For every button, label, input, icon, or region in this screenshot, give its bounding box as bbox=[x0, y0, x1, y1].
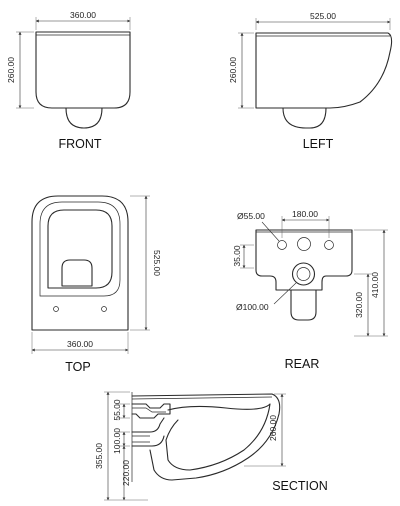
section-outlet-pipe bbox=[131, 417, 165, 447]
section-inlet-height-dim: 55.00 bbox=[112, 399, 122, 421]
section-view: 355.00 55.00 100.00 220.00 260.00 SECTIO… bbox=[94, 391, 328, 501]
top-bolt-hole-left bbox=[53, 306, 59, 312]
rear-bolt-hole-left bbox=[277, 240, 287, 250]
rear-bolt-height-dim: 410.00 bbox=[370, 272, 380, 298]
rear-view: 180.00 Ø55.00 35.00 Ø100.00 320.00 410.0… bbox=[232, 209, 388, 371]
rear-outlet-ring bbox=[291, 262, 316, 286]
section-bowl-outline bbox=[131, 393, 281, 481]
rear-outlet-height-dim: 320.00 bbox=[354, 292, 364, 318]
rear-view-title: REAR bbox=[285, 357, 320, 371]
front-pedestal bbox=[65, 107, 103, 129]
section-outlet-height-dim: 220.00 bbox=[121, 460, 131, 486]
section-total-height-dim: 355.00 bbox=[94, 443, 104, 469]
left-height-dim: 260.00 bbox=[228, 57, 238, 83]
rear-inlet-left bbox=[297, 237, 311, 251]
section-inlet-connector bbox=[131, 403, 171, 419]
front-bowl-outline bbox=[35, 31, 131, 109]
front-width-dim: 360.00 bbox=[70, 10, 96, 20]
left-bowl-outline bbox=[255, 32, 393, 109]
left-view: 525.00 260.00 LEFT bbox=[228, 11, 393, 151]
top-bowl-outline bbox=[31, 195, 129, 331]
top-length-dim: 525.00 bbox=[152, 250, 162, 276]
top-seat-outline bbox=[39, 201, 121, 297]
rear-outlet-ring-inner bbox=[296, 267, 311, 281]
rear-bolt-offset-dim: 35.00 bbox=[232, 245, 242, 267]
section-inlet-offset-dim: 100.00 bbox=[112, 428, 122, 454]
top-view-title: TOP bbox=[65, 360, 90, 374]
section-bowl-height-dim: 260.00 bbox=[268, 415, 278, 441]
left-length-dim: 525.00 bbox=[310, 11, 336, 21]
front-view: 360.00 260.00 FRONT bbox=[6, 10, 131, 151]
top-view: 525.00 360.00 TOP bbox=[31, 195, 162, 374]
front-view-title: FRONT bbox=[58, 137, 101, 151]
left-view-title: LEFT bbox=[303, 137, 334, 151]
section-bowl-inner bbox=[165, 403, 271, 471]
front-height-dim: 260.00 bbox=[6, 57, 16, 83]
top-seat-hinge bbox=[61, 259, 93, 287]
top-seat-opening bbox=[47, 209, 113, 289]
section-view-title: SECTION bbox=[272, 479, 328, 493]
rear-wall-plate bbox=[255, 229, 353, 291]
rear-outlet-diameter-dim: Ø100.00 bbox=[236, 302, 269, 312]
rear-bolt-spacing-dim: 180.00 bbox=[292, 209, 318, 219]
left-pedestal bbox=[282, 107, 327, 129]
top-bolt-hole-right bbox=[101, 306, 107, 312]
rear-bolt-diameter-dim: Ø55.00 bbox=[237, 211, 265, 221]
rear-bolt-hole-right bbox=[324, 240, 334, 250]
top-width-dim: 360.00 bbox=[67, 339, 93, 349]
rear-outlet-pipe bbox=[290, 289, 317, 321]
